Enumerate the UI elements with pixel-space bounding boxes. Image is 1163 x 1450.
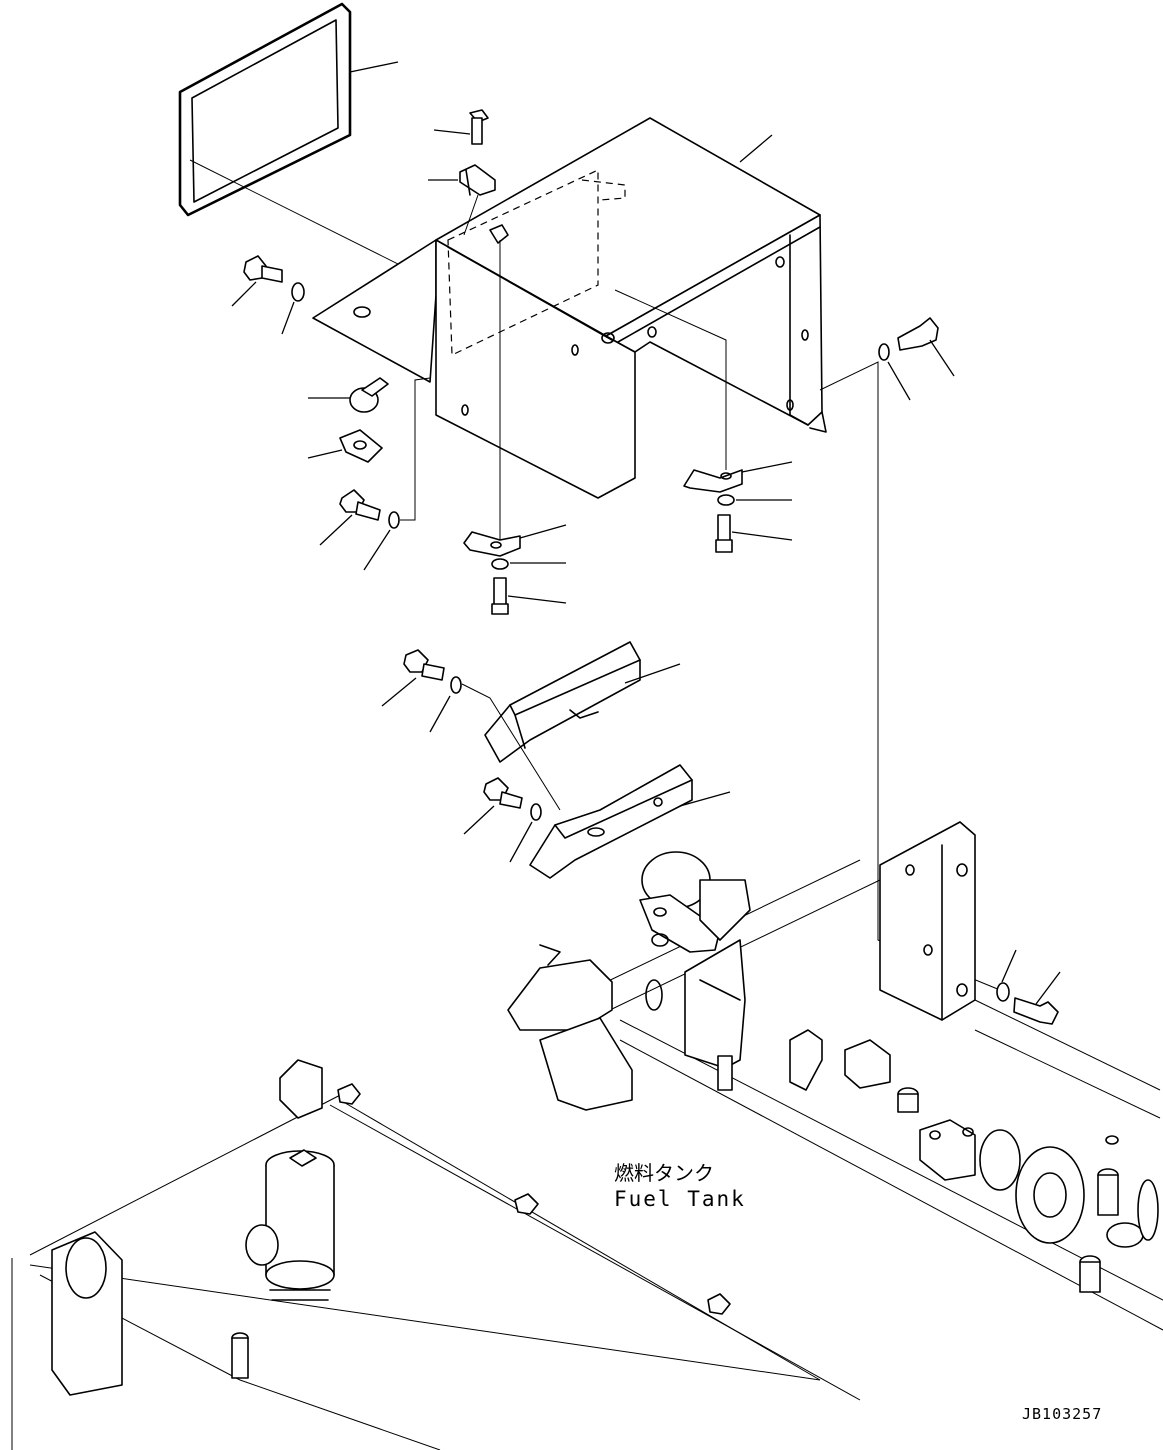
- frame-assembly: [507, 821, 1163, 1331]
- drawing-id: JB103257: [1022, 1405, 1102, 1423]
- fuel-tank-label-jp: 燃料タンク: [614, 1161, 714, 1185]
- left-fastener-group: [231, 255, 431, 571]
- fuel-tank-label-en: Fuel Tank: [614, 1187, 746, 1211]
- lower-bracket-left: [463, 240, 567, 615]
- cover-assembly: [312, 117, 827, 499]
- lower-bracket-right: [614, 289, 793, 553]
- fuel-tank: [11, 1059, 861, 1450]
- upper-guard: [381, 641, 681, 811]
- latch-bracket: [428, 109, 509, 244]
- lower-guard: [463, 764, 731, 879]
